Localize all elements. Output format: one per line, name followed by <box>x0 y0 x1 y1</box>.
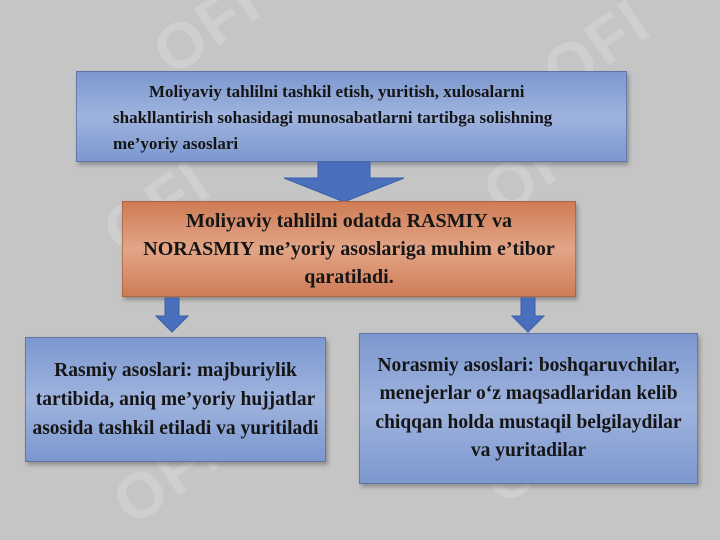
left-box-text: Rasmiy asoslari: majburiylik tartibida, … <box>32 360 319 439</box>
middle-box: Moliyaviy tahlilni odatda RASMIY va NORA… <box>122 201 576 297</box>
top-box: Moliyaviy tahlilni tashkil etish, yuriti… <box>76 71 627 162</box>
right-box: Norasmiy asoslari: boshqaruvchilar, mene… <box>359 333 698 484</box>
left-box: Rasmiy asoslari: majburiylik tartibida, … <box>25 337 326 462</box>
down-arrow-icon <box>510 297 546 333</box>
top-box-text: Moliyaviy tahlilni tashkil etish, yuriti… <box>113 82 553 153</box>
down-arrow-icon <box>283 161 405 203</box>
right-box-text: Norasmiy asoslari: boshqaruvchilar, mene… <box>375 354 682 462</box>
down-arrow-icon <box>154 297 190 333</box>
middle-box-text: Moliyaviy tahlilni odatda RASMIY va NORA… <box>143 210 555 288</box>
